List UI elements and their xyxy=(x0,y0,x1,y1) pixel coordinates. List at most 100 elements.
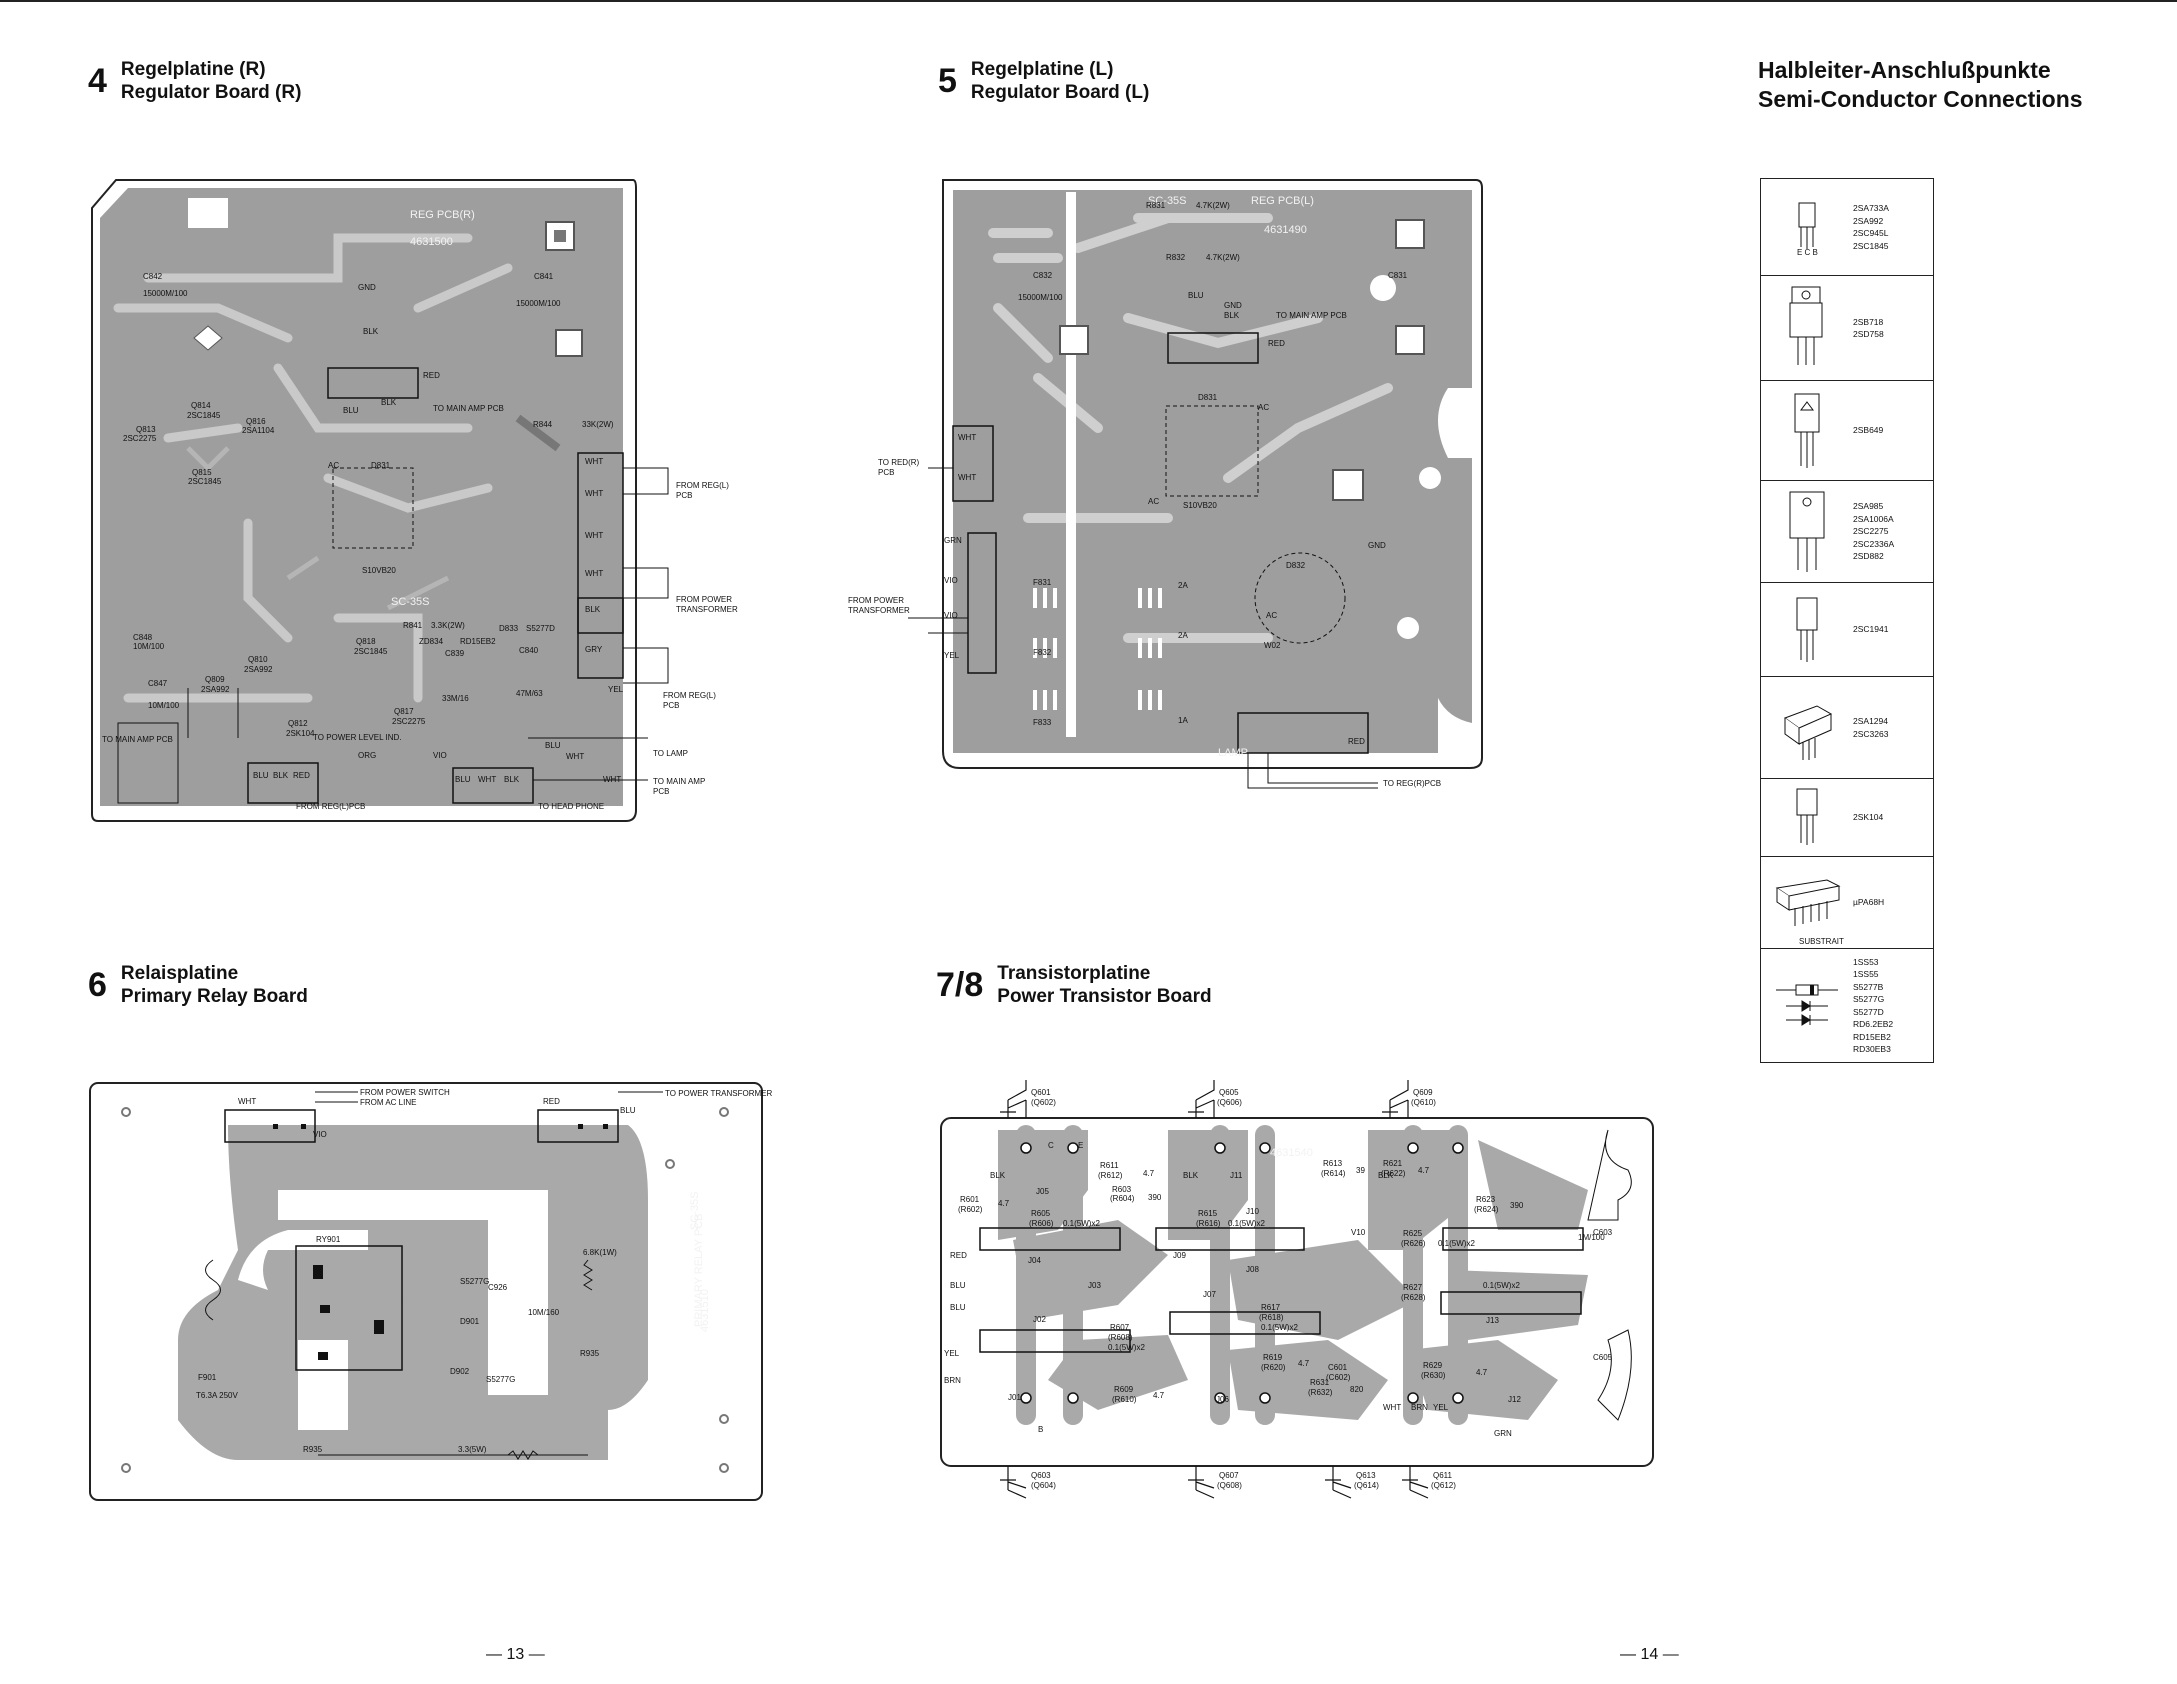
part: 2SA733A xyxy=(1853,203,1889,213)
label: 2SC2275 xyxy=(392,717,426,726)
semiconductor-title-en: Semi-Conductor Connections xyxy=(1758,86,2083,112)
label: Q603 xyxy=(1031,1471,1051,1480)
section-title-de: Transistorplatine xyxy=(997,963,1151,984)
label: S5277G xyxy=(460,1277,489,1286)
label: C xyxy=(1048,1141,1054,1150)
label: (Q604) xyxy=(1031,1481,1056,1490)
label: Q817 xyxy=(394,707,414,716)
label: (R630) xyxy=(1421,1371,1446,1380)
label: R831 xyxy=(1146,201,1166,210)
label: C841 xyxy=(534,272,554,281)
side-label: TO REG(R)PCB xyxy=(1383,779,1441,788)
label: WHT xyxy=(585,531,603,540)
label: RED xyxy=(1348,737,1365,746)
side-label: TRANSFORMER xyxy=(676,605,738,614)
label: J09 xyxy=(1173,1251,1186,1260)
table-row: 2SB718 2SD758 xyxy=(1761,276,1933,381)
label: R601 xyxy=(960,1195,980,1204)
label: Q613 xyxy=(1356,1471,1376,1480)
label: R607 xyxy=(1110,1323,1130,1332)
label: (Q608) xyxy=(1217,1481,1242,1490)
label: TO MAIN AMP PCB xyxy=(102,735,173,744)
label: Q609 xyxy=(1413,1088,1433,1097)
label: 15000M/100 xyxy=(516,299,561,308)
part: S5277D xyxy=(1853,1006,1884,1017)
label: Q605 xyxy=(1219,1088,1239,1097)
label: AC xyxy=(1266,611,1277,620)
label: (R614) xyxy=(1321,1169,1346,1178)
label: R621 xyxy=(1383,1159,1403,1168)
part: 1SS55 xyxy=(1853,969,1879,979)
label: (R606) xyxy=(1029,1219,1054,1228)
primary-relay-board-diagram: PRIMARY RELAY PCB 4631510 SC-35S WHT VIO… xyxy=(89,1082,772,1501)
table-row: E C B 2SA733A 2SA992 2SC945L 2SC1845 xyxy=(1761,179,1933,276)
table-row: µPA68H SUBSTRAIT xyxy=(1761,857,1933,949)
section-number: 5 xyxy=(938,62,957,100)
label: T6.3A 250V xyxy=(196,1391,238,1400)
label: R935 xyxy=(580,1349,600,1358)
side-label: TRANSFORMER xyxy=(848,606,910,615)
label: 0.1(5W)x2 xyxy=(1228,1219,1265,1228)
label: FROM REG(L)PCB xyxy=(296,802,365,811)
regulator-board-l-diagram: REG PCB(L) 4631490 SC-35S R831 4.7K(2W) … xyxy=(848,179,1483,789)
label: 1M/100 xyxy=(1578,1233,1605,1242)
label: WHT xyxy=(603,775,621,784)
flat-transistor-icon xyxy=(1761,688,1853,768)
label: Q815 xyxy=(192,468,212,477)
semiconductor-title-de: Halbleiter-Anschlußpunkte xyxy=(1758,57,2051,83)
to220-transistor-icon xyxy=(1761,283,1853,373)
label: 390 xyxy=(1148,1193,1162,1202)
label: (Q602) xyxy=(1031,1098,1056,1107)
pcb-mark: SC-35S xyxy=(391,596,430,608)
label: R605 xyxy=(1031,1209,1051,1218)
substrait-label: SUBSTRAIT xyxy=(1799,937,1844,946)
label: F901 xyxy=(198,1373,217,1382)
section-title-en: Primary Relay Board xyxy=(120,986,308,1007)
label: D832 xyxy=(1286,561,1306,570)
label: B xyxy=(1038,1425,1043,1434)
part: 2SC2275 xyxy=(1853,526,1889,537)
table-row: 2SB649 xyxy=(1761,381,1933,481)
pcb-name: REG PCB(R) xyxy=(410,209,475,221)
label: 3.3(5W) xyxy=(458,1445,487,1454)
label: (Q612) xyxy=(1431,1481,1456,1490)
label: 10M/160 xyxy=(528,1308,560,1317)
label: (R624) xyxy=(1474,1205,1499,1214)
label: GND xyxy=(1224,301,1242,310)
section-number: 7/8 xyxy=(936,966,984,1004)
label: Q810 xyxy=(248,655,268,664)
label: (Q610) xyxy=(1411,1098,1436,1107)
section-title-de: Regelplatine (L) xyxy=(970,59,1114,80)
label: Q601 xyxy=(1031,1088,1051,1097)
label: TO POWER LEVEL IND. xyxy=(313,733,401,742)
label: GRN xyxy=(1494,1429,1512,1438)
label: R619 xyxy=(1263,1353,1283,1362)
part: 2SA992 xyxy=(1853,215,1884,226)
label: Q814 xyxy=(191,401,211,410)
label: R615 xyxy=(1198,1209,1218,1218)
label: S5277G xyxy=(486,1375,515,1384)
label: WHT xyxy=(1383,1403,1401,1412)
label: 33K(2W) xyxy=(582,420,614,429)
label: C847 xyxy=(148,679,168,688)
label: ZD834 xyxy=(419,637,444,646)
label: RY901 xyxy=(316,1235,341,1244)
top-rule xyxy=(0,0,2177,2)
label: BLU xyxy=(950,1303,966,1312)
label: (R626) xyxy=(1401,1239,1426,1248)
to3p-transistor-icon xyxy=(1761,484,1853,579)
label: BRN xyxy=(1411,1403,1428,1412)
label: J04 xyxy=(1028,1256,1041,1265)
label: 820 xyxy=(1350,1385,1364,1394)
side-label: FROM REG(L) xyxy=(676,481,729,490)
label: 10M/100 xyxy=(133,642,165,651)
label: 0.1(5W)x2 xyxy=(1108,1343,1145,1352)
label: 4.7 xyxy=(1298,1359,1310,1368)
label: 4.7K(2W) xyxy=(1196,201,1230,210)
section-title-en: Regulator Board (R) xyxy=(120,82,302,103)
label: 10M/100 xyxy=(148,701,180,710)
label: D833 xyxy=(499,624,519,633)
label: R629 xyxy=(1423,1361,1443,1370)
label: RED xyxy=(950,1251,967,1260)
label: 15000M/100 xyxy=(1018,293,1063,302)
